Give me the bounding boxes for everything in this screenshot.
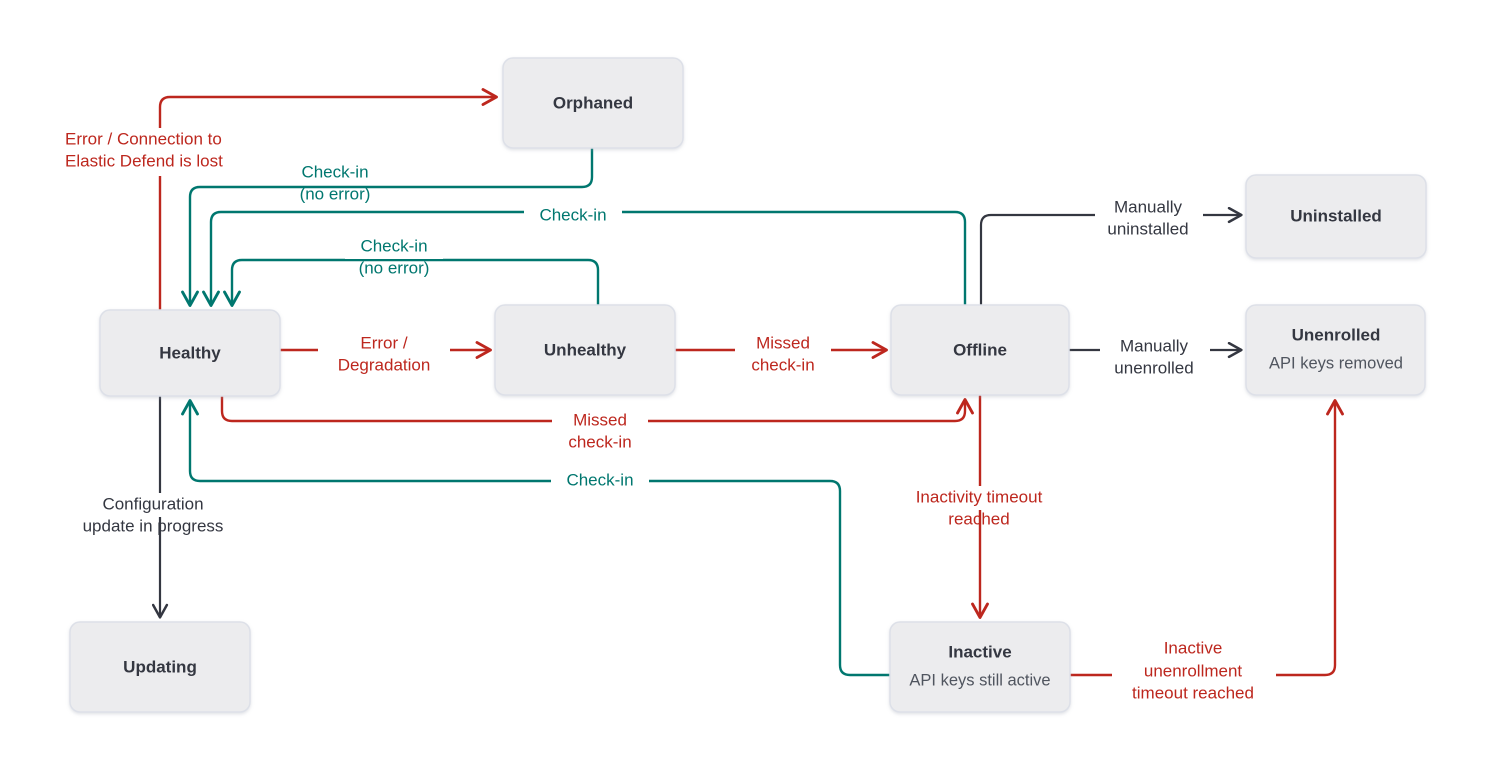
label-line: Check-in: [360, 236, 427, 255]
label-line: Error / Connection to: [65, 129, 222, 148]
node-rect[interactable]: [494, 304, 676, 396]
edge-inactive-to-healthy: [181, 399, 892, 677]
label-unhealthy-to-healthy: Check-in (no error): [345, 235, 443, 277]
edge-labels-layer: Error / Connection to Elastic Defend is …: [60, 128, 1276, 702]
label-line: update in progress: [83, 516, 224, 535]
node-title: Unhealthy: [544, 340, 627, 359]
node-title: Healthy: [159, 343, 221, 362]
label-line: Missed: [573, 410, 627, 429]
label-line: Manually: [1114, 197, 1183, 216]
label-line: check-in: [751, 355, 814, 374]
label-line: Check-in: [301, 162, 368, 181]
node-rect[interactable]: [889, 621, 1071, 713]
label-line: unenrollment: [1144, 661, 1243, 680]
label-inactive-to-healthy: Check-in: [551, 469, 649, 493]
state-node-unenrolled[interactable]: Unenrolled API keys removed: [1245, 304, 1426, 396]
label-line: Inactivity timeout: [916, 487, 1043, 506]
label-offline-to-unenrolled: Manually unenrolled: [1100, 335, 1210, 377]
label-line: timeout reached: [1132, 683, 1254, 702]
label-line: reached: [948, 509, 1009, 528]
state-node-offline[interactable]: Offline: [890, 304, 1070, 396]
label-line: Elastic Defend is lost: [65, 151, 223, 170]
edge-inactive-to-unenrolled: [1068, 399, 1344, 677]
node-rect[interactable]: [1245, 304, 1426, 396]
edge-unhealthy-to-healthy: [223, 258, 600, 307]
state-node-orphaned[interactable]: Orphaned: [502, 57, 684, 149]
label-unhealthy-to-offline: Missed check-in: [735, 332, 831, 374]
node-title: Updating: [123, 657, 197, 676]
node-rect[interactable]: [1245, 174, 1427, 259]
label-line: Manually: [1120, 336, 1189, 355]
nodes-layer: Orphaned Uninstalled Healthy Unhealthy O…: [69, 57, 1427, 713]
label-line: Error /: [360, 333, 408, 352]
state-node-uninstalled[interactable]: Uninstalled: [1245, 174, 1427, 259]
state-node-healthy[interactable]: Healthy: [99, 309, 281, 397]
node-subtitle: API keys removed: [1269, 354, 1403, 372]
label-line: uninstalled: [1107, 219, 1188, 238]
state-node-inactive[interactable]: Inactive API keys still active: [889, 621, 1071, 713]
edge-orphaned-to-healthy: [181, 146, 594, 307]
node-rect[interactable]: [502, 57, 684, 149]
label-orphaned-to-healthy: Check-in (no error): [286, 161, 386, 203]
label-offline-to-inactive: Inactivity timeout reached: [903, 486, 1057, 528]
node-subtitle: API keys still active: [909, 671, 1050, 689]
label-line: Missed: [756, 333, 810, 352]
node-title: Orphaned: [553, 93, 633, 112]
label-line: Inactive: [1164, 638, 1223, 657]
label-healthy-to-offline: Missed check-in: [552, 409, 648, 451]
label-line: unenrolled: [1114, 358, 1193, 377]
label-line: Check-in: [566, 470, 633, 489]
label-healthy-to-updating: Configuration update in progress: [68, 493, 244, 535]
node-title: Unenrolled: [1292, 325, 1381, 344]
label-offline-to-healthy: Check-in: [524, 204, 622, 228]
label-line: check-in: [568, 432, 631, 451]
label-inactive-to-unenrolled: Inactive unenrollment timeout reached: [1112, 638, 1276, 702]
label-offline-to-uninstalled: Manually uninstalled: [1095, 196, 1203, 238]
label-line: Configuration: [102, 494, 203, 513]
node-title: Uninstalled: [1290, 206, 1382, 225]
node-title: Offline: [953, 340, 1007, 359]
label-line: Degradation: [338, 355, 431, 374]
state-node-updating[interactable]: Updating: [69, 621, 251, 713]
label-healthy-to-unhealthy: Error / Degradation: [318, 332, 450, 374]
node-rect[interactable]: [99, 309, 281, 397]
label-line: Check-in: [539, 205, 606, 224]
node-rect[interactable]: [69, 621, 251, 713]
label-line: (no error): [300, 184, 371, 203]
edge-offline-to-uninstalled: [979, 206, 1243, 307]
state-node-unhealthy[interactable]: Unhealthy: [494, 304, 676, 396]
label-healthy-to-orphaned: Error / Connection to Elastic Defend is …: [60, 128, 250, 176]
edge-healthy-to-orphaned: [158, 88, 498, 312]
label-line: (no error): [359, 258, 430, 277]
node-rect[interactable]: [890, 304, 1070, 396]
node-title: Inactive: [948, 642, 1011, 661]
